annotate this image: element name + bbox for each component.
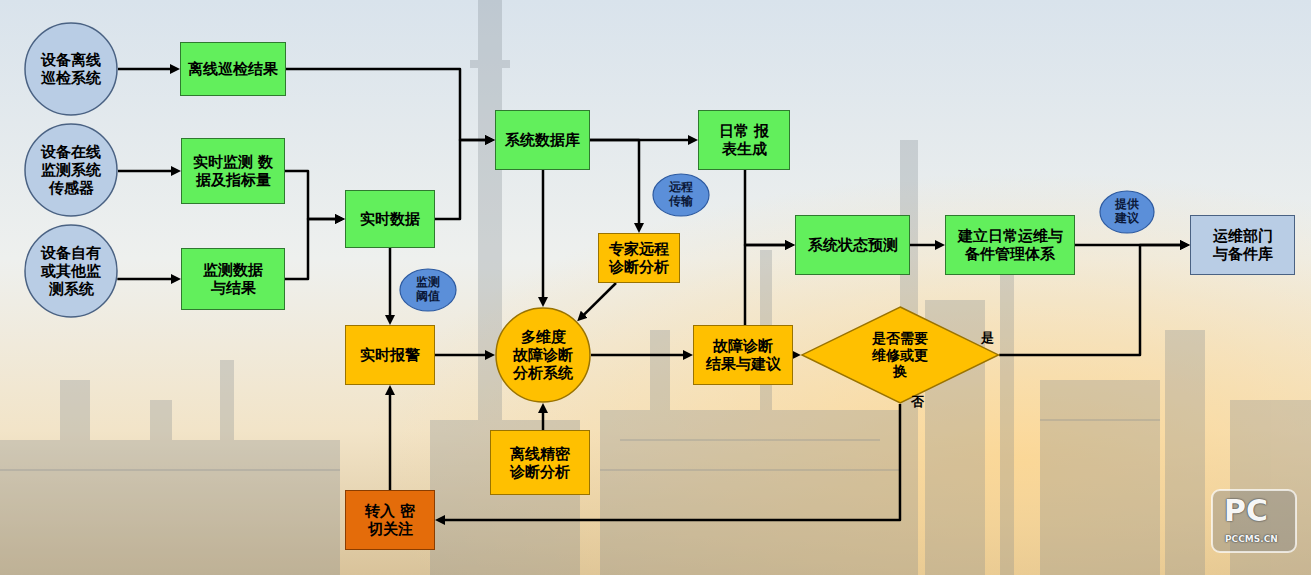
node-text: 系统数据库 bbox=[505, 131, 580, 149]
source-system-circle: 设备在线 监测系统 传感器 bbox=[24, 123, 118, 217]
branch-label: 否 bbox=[907, 392, 927, 412]
node-text: 实时数据 bbox=[360, 210, 420, 228]
node-text: 多维度 故障诊断 分析系统 bbox=[511, 328, 575, 382]
node-text: 建立日常运维与 备件管理体系 bbox=[954, 227, 1066, 263]
callout-ellipse: 提供 建议 bbox=[1099, 190, 1155, 234]
flow-arrow bbox=[389, 390, 392, 490]
node-text: 专家远程 诊断分析 bbox=[607, 240, 671, 276]
flow-arrow bbox=[285, 171, 340, 219]
flow-arrow bbox=[910, 244, 940, 247]
flow-arrow bbox=[117, 278, 176, 281]
process-box: 建立日常运维与 备件管理体系 bbox=[945, 215, 1075, 275]
callout-text: 监测 阈值 bbox=[413, 276, 443, 304]
node-text: 系统状态预测 bbox=[808, 236, 898, 254]
process-box: 系统状态预测 bbox=[795, 215, 910, 275]
node-text: 监测数据 与结果 bbox=[201, 261, 265, 297]
database-box: 系统数据库 bbox=[495, 110, 590, 170]
node-text: 实时报警 bbox=[360, 346, 420, 364]
diagnosis-circle: 多维度 故障诊断 分析系统 bbox=[495, 307, 591, 403]
node-text: 是否需要 维修或更换 bbox=[868, 330, 932, 380]
flow-arrow bbox=[591, 354, 688, 357]
watermark-text: PCCMS.CN bbox=[1225, 534, 1278, 544]
flow-arrow bbox=[542, 408, 545, 430]
source-system-circle: 设备自有 或其他监 测系统 bbox=[24, 224, 118, 318]
analysis-box: 离线精密 诊断分析 bbox=[490, 430, 590, 495]
analysis-box: 专家远程 诊断分析 bbox=[598, 233, 680, 283]
data-box: 离线巡检结果 bbox=[180, 42, 286, 96]
callout-text: 远程 传输 bbox=[666, 181, 696, 209]
source-system-circle: 设备离线 巡检系统 bbox=[24, 22, 118, 116]
flow-arrow bbox=[435, 354, 490, 357]
data-box: 实时数据 bbox=[345, 190, 435, 248]
callout-text: 提供 建议 bbox=[1112, 198, 1142, 226]
flow-arrow bbox=[435, 140, 490, 219]
branch-label: 是 bbox=[977, 328, 997, 348]
node-text: 设备在线 监测系统 传感器 bbox=[40, 143, 102, 197]
watermark-logo: PC bbox=[1224, 493, 1268, 528]
result-box: 故障诊断 结果与建议 bbox=[693, 325, 793, 385]
node-text: 转入 密切关注 bbox=[358, 502, 422, 538]
node-text: 离线精密 诊断分析 bbox=[508, 445, 572, 481]
flow-arrow bbox=[745, 170, 790, 245]
node-text: 离线巡检结果 bbox=[188, 60, 278, 78]
process-box: 日常 报表生成 bbox=[698, 110, 790, 170]
watch-box: 转入 密切关注 bbox=[345, 490, 435, 550]
branch-text: 否 bbox=[911, 395, 924, 410]
department-box: 运维部门 与备件库 bbox=[1190, 215, 1295, 275]
flow-arrow bbox=[745, 245, 790, 325]
data-box: 实时监测 数据及指标量 bbox=[181, 138, 285, 204]
watermark-frame bbox=[1212, 490, 1296, 552]
flow-arrow bbox=[590, 140, 639, 228]
flow-arrow bbox=[118, 170, 176, 173]
flow-arrow bbox=[286, 69, 490, 140]
branch-text: 是 bbox=[981, 331, 994, 346]
flow-arrow bbox=[542, 170, 545, 302]
flow-arrow bbox=[285, 219, 340, 279]
flow-arrow bbox=[118, 68, 175, 71]
node-text: 实时监测 数据及指标量 bbox=[192, 153, 274, 189]
flow-arrow bbox=[389, 248, 392, 320]
callout-ellipse: 监测 阈值 bbox=[399, 268, 457, 312]
node-text: 运维部门 与备件库 bbox=[1211, 227, 1275, 263]
node-text: 设备离线 巡检系统 bbox=[40, 51, 102, 87]
callout-ellipse: 远程 传输 bbox=[652, 173, 710, 217]
data-box: 监测数据 与结果 bbox=[181, 248, 285, 310]
flow-arrow bbox=[440, 404, 900, 520]
node-text: 故障诊断 结果与建议 bbox=[704, 337, 782, 373]
decision-diamond: 是否需要 维修或更换 bbox=[801, 306, 999, 404]
flow-arrow bbox=[793, 354, 796, 357]
alarm-box: 实时报警 bbox=[345, 325, 435, 385]
flow-arrow bbox=[581, 283, 616, 318]
node-text: 设备自有 或其他监 测系统 bbox=[40, 244, 102, 298]
node-text: 日常 报表生成 bbox=[712, 122, 776, 158]
